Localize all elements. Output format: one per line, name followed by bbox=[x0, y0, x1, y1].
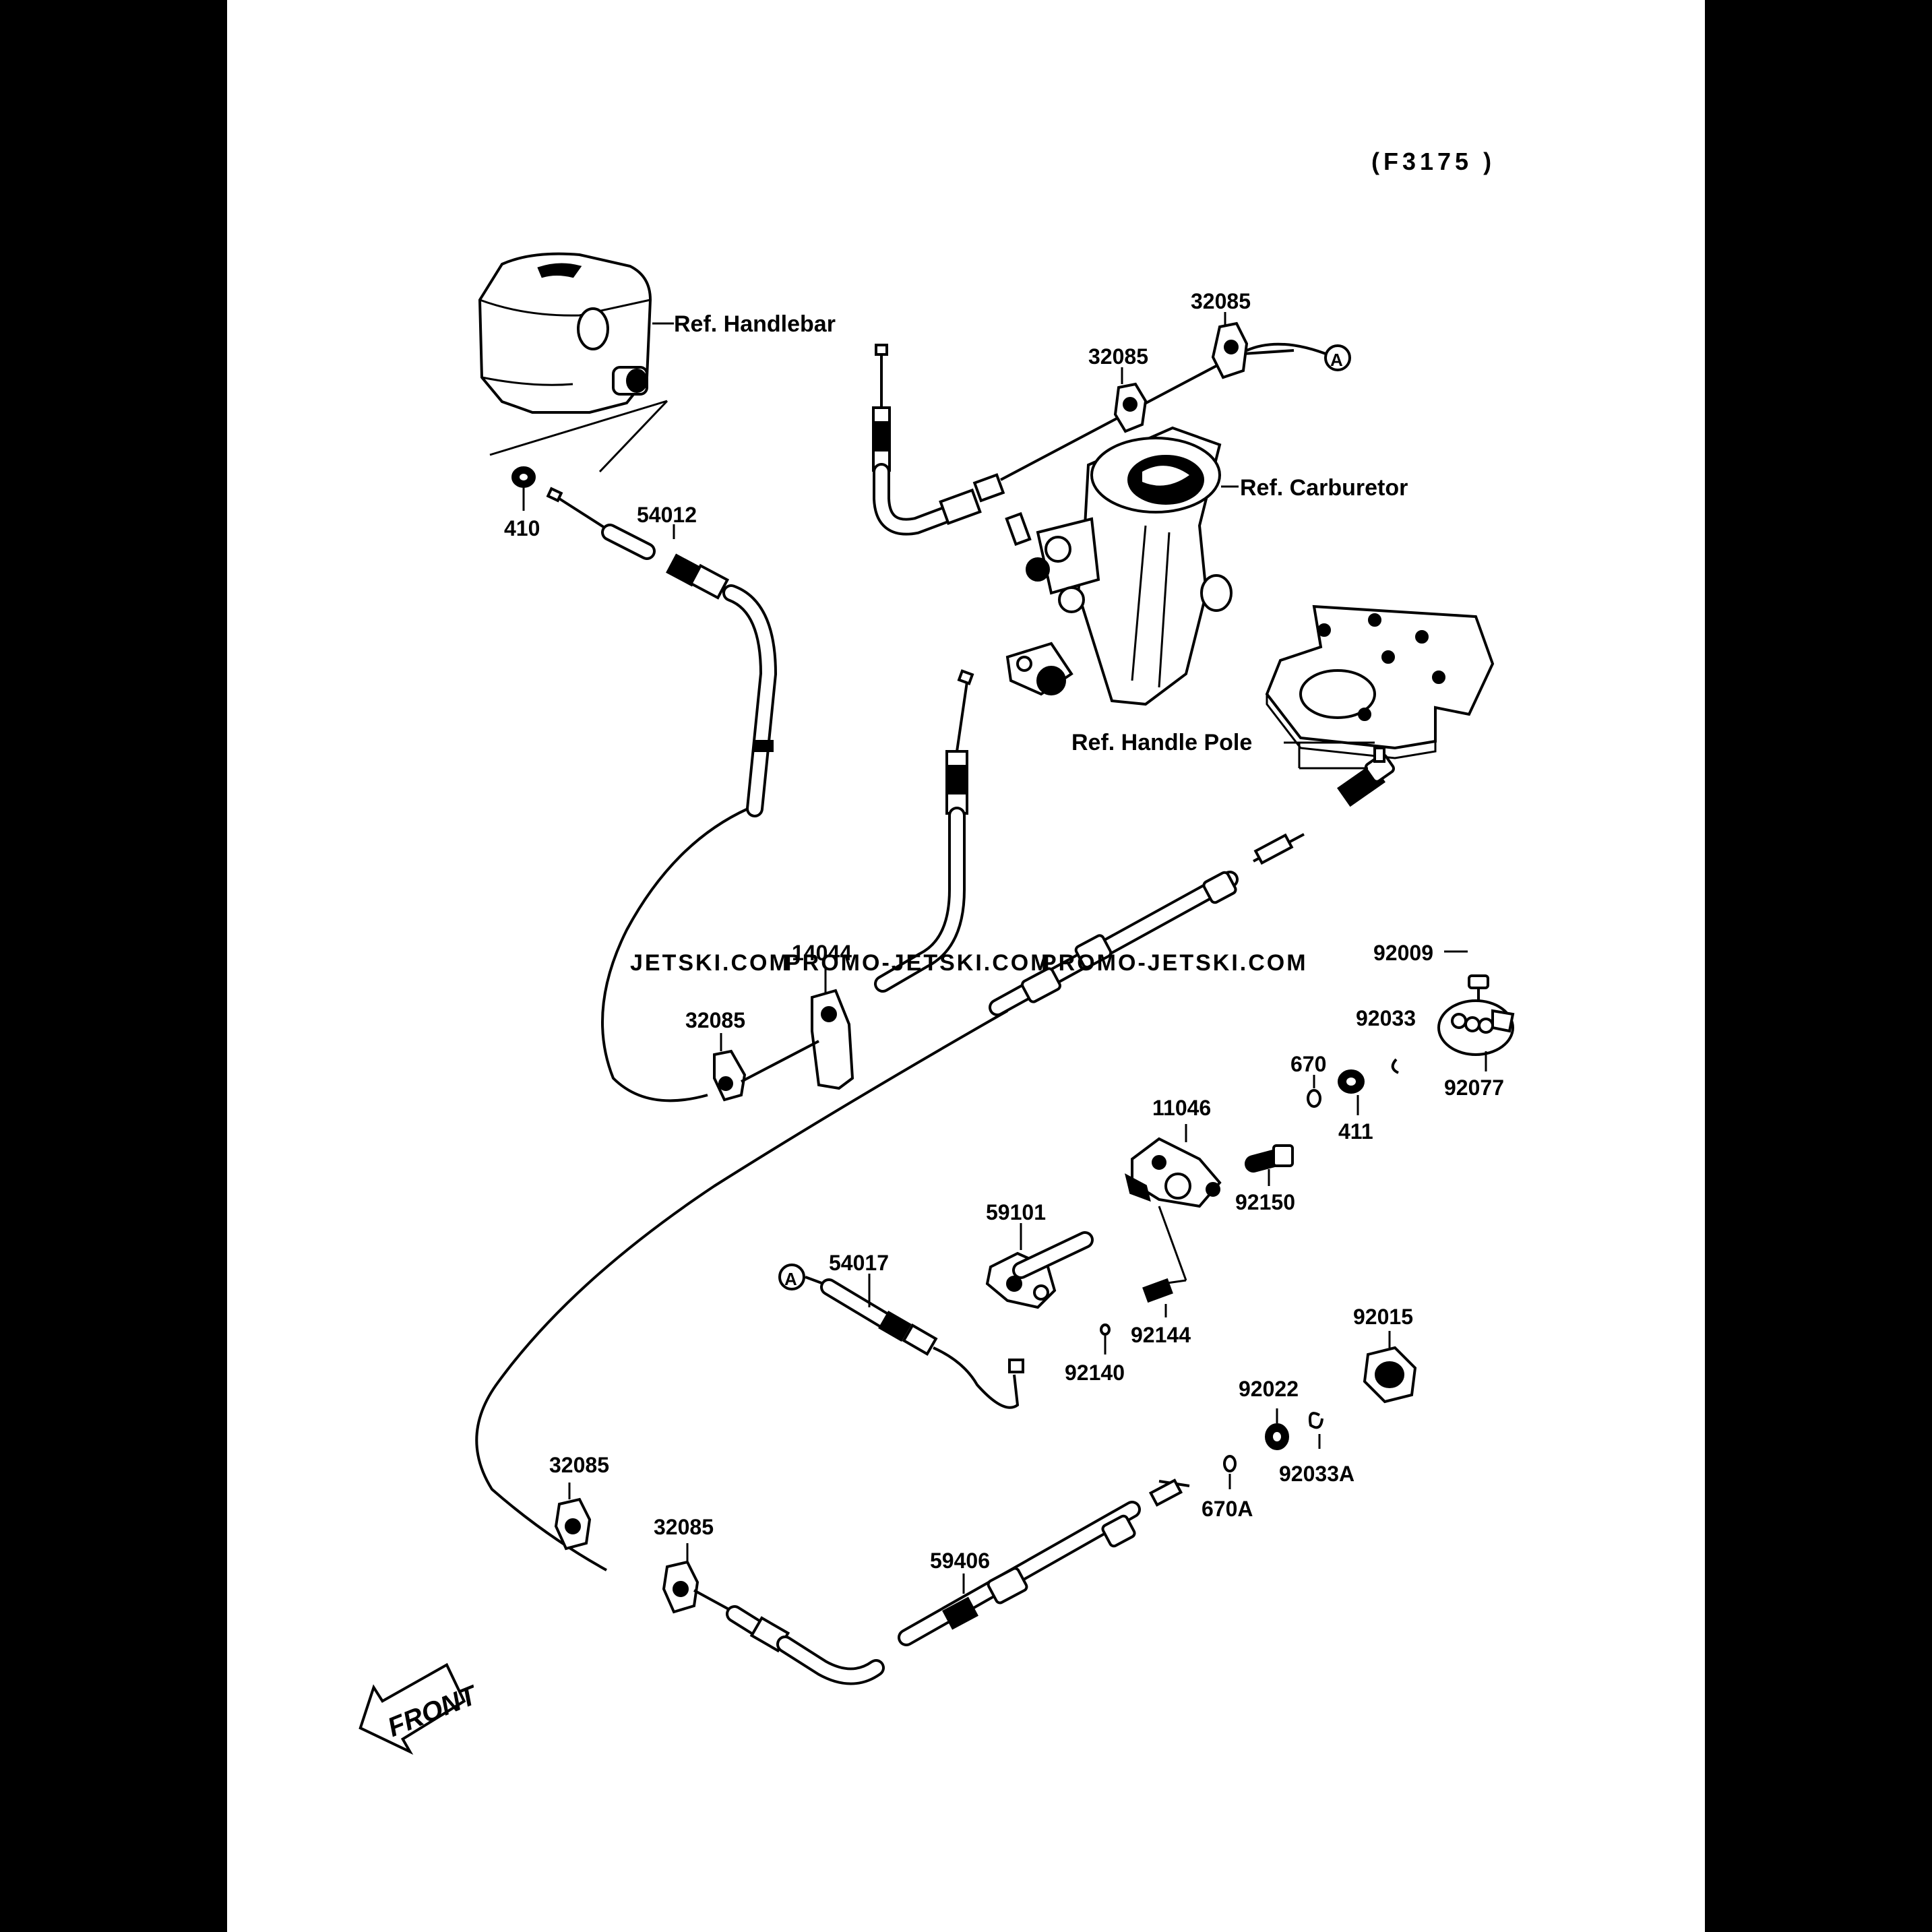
spring-92144 bbox=[1142, 1278, 1173, 1303]
clip-32085-top-right-hole bbox=[1224, 340, 1239, 354]
label-54017: 54017 bbox=[829, 1251, 889, 1275]
label-410: 410 bbox=[504, 516, 540, 540]
figure-code: (F3175 ) bbox=[1371, 148, 1495, 175]
label-670a: 670A bbox=[1202, 1497, 1253, 1521]
watermark-3: PROMO-JETSKI.COM bbox=[1041, 950, 1308, 976]
pin-92140 bbox=[1100, 1323, 1111, 1336]
watermark-2: PROMO-JETSKI.COM bbox=[785, 950, 1052, 976]
label-54012: 54012 bbox=[637, 503, 697, 527]
label-11046: 11046 bbox=[1152, 1096, 1211, 1120]
bracket-14044 bbox=[811, 989, 854, 1090]
bolt-92150 bbox=[1245, 1144, 1294, 1173]
throttle-cable-lower-end bbox=[693, 1589, 885, 1685]
clip-32085-low-right-hole bbox=[673, 1581, 689, 1597]
ref-handle-pole-label: Ref. Handle Pole bbox=[1071, 730, 1252, 755]
label-92015: 92015 bbox=[1353, 1305, 1413, 1329]
oring-670 bbox=[1307, 1089, 1321, 1108]
label-411: 411 bbox=[1338, 1119, 1373, 1144]
bracket-14044-hole bbox=[821, 1006, 837, 1022]
label-92033: 92033 bbox=[1356, 1006, 1416, 1030]
lever-11046 bbox=[1125, 1137, 1222, 1208]
callout-a-top bbox=[1324, 344, 1351, 371]
clip-32085-mid bbox=[713, 1049, 747, 1102]
label-14044: 14044 bbox=[792, 941, 852, 965]
washer-92022-hole bbox=[1273, 1432, 1281, 1441]
choke-cable-upper bbox=[872, 342, 1332, 536]
label-92009: 92009 bbox=[1373, 941, 1433, 965]
label-32085-low-left: 32085 bbox=[549, 1453, 609, 1477]
cable-54017 bbox=[805, 1276, 1024, 1409]
throttle-cable-upper bbox=[475, 833, 1305, 1571]
label-32085-top-mid: 32085 bbox=[1088, 344, 1148, 369]
washer-410-hole bbox=[520, 474, 528, 480]
washer-411-hole bbox=[1346, 1078, 1356, 1086]
label-92140: 92140 bbox=[1065, 1361, 1125, 1385]
handle-pole-bolt bbox=[1337, 747, 1395, 807]
choke-cable-14044 bbox=[874, 669, 974, 993]
cable-54012 bbox=[546, 487, 778, 1102]
label-92144: 92144 bbox=[1131, 1323, 1191, 1347]
label-92077: 92077 bbox=[1444, 1076, 1504, 1100]
label-32085-low-right: 32085 bbox=[654, 1515, 714, 1539]
carburetor bbox=[1005, 426, 1233, 706]
nut-92015-hole bbox=[1375, 1361, 1404, 1388]
cover-92077 bbox=[1437, 999, 1515, 1056]
label-92033a: 92033A bbox=[1279, 1462, 1354, 1486]
label-59406: 59406 bbox=[930, 1549, 990, 1573]
label-92022: 92022 bbox=[1239, 1377, 1299, 1401]
ref-carburetor-label: Ref. Carburetor bbox=[1240, 475, 1408, 501]
circlip-92033 bbox=[1391, 1058, 1399, 1074]
handle-pole-plate bbox=[1265, 604, 1495, 759]
ref-handlebar-label: Ref. Handlebar bbox=[674, 311, 836, 337]
cable-59406 bbox=[898, 1478, 1190, 1646]
callout-a-top-label: A bbox=[1330, 350, 1343, 370]
callout-a-bottom bbox=[778, 1264, 805, 1290]
circlip-92033a bbox=[1308, 1412, 1323, 1429]
clip-32085-mid-hole bbox=[718, 1076, 733, 1091]
watermark-1: JETSKI.COM bbox=[630, 950, 790, 976]
handlebar-housing bbox=[478, 252, 652, 414]
clip-32085-low-left-hole bbox=[565, 1518, 581, 1534]
front-arrow-icon: FRONT bbox=[359, 1662, 483, 1755]
callout-a-bottom-label: A bbox=[784, 1269, 797, 1289]
oring-670a bbox=[1223, 1455, 1237, 1472]
clip-32085-top-mid-hole bbox=[1123, 397, 1138, 412]
label-670: 670 bbox=[1290, 1052, 1326, 1076]
shaft-59101 bbox=[985, 1231, 1094, 1309]
label-32085-top-right: 32085 bbox=[1191, 289, 1251, 313]
label-59101: 59101 bbox=[986, 1200, 1046, 1224]
label-92150: 92150 bbox=[1235, 1190, 1295, 1214]
label-32085-mid: 32085 bbox=[685, 1008, 745, 1032]
